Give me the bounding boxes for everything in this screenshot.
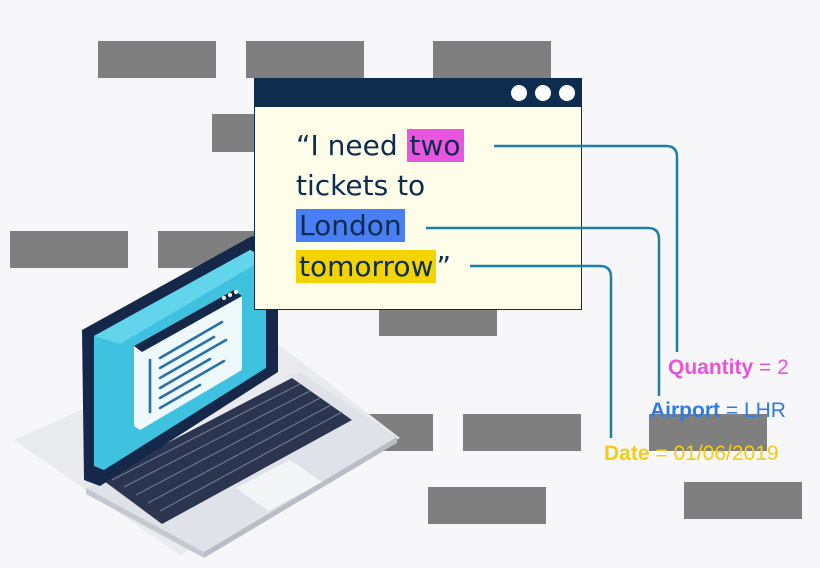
airport-key: Airport (650, 399, 720, 422)
quantity-value: 2 (777, 356, 789, 379)
quote-close-text: ” (436, 250, 451, 283)
placeholder-block (246, 41, 364, 78)
trackpad (236, 460, 322, 511)
equals-sign: = (753, 356, 778, 379)
date-value: 01/06/2019 (673, 442, 779, 465)
date-result: Date = 01/06/2019 (604, 442, 779, 466)
quote-open-text: “I need (296, 129, 407, 162)
quantity-highlight: two (406, 129, 464, 162)
quote-line-2: tickets to (296, 166, 425, 206)
city-highlight: London (296, 209, 405, 242)
window-dot-icon (511, 85, 527, 101)
quantity-result: Quantity = 2 (668, 356, 789, 380)
airport-result: Airport = LHR (650, 399, 786, 423)
quote-line-3: London (296, 206, 405, 246)
quantity-key: Quantity (668, 356, 754, 379)
date-highlight: tomorrow (296, 250, 437, 283)
placeholder-block (649, 414, 767, 451)
window-title-bar (255, 79, 581, 107)
quote-line-4: tomorrow” (296, 247, 451, 287)
window-dot-icon (559, 85, 575, 101)
placeholder-block (212, 114, 262, 152)
airport-value: LHR (743, 399, 786, 422)
equals-sign: = (720, 399, 744, 422)
placeholder-block (98, 41, 216, 78)
placeholder-block (684, 482, 802, 519)
quote-line2-text: tickets to (296, 169, 426, 202)
date-key: Date (604, 442, 650, 465)
placeholder-block (433, 41, 551, 78)
window-dot-icon (535, 85, 551, 101)
quote-line-1: “I need two (296, 126, 464, 166)
equals-sign: = (649, 442, 674, 465)
placeholder-block (428, 487, 546, 524)
placeholder-block (10, 231, 128, 268)
